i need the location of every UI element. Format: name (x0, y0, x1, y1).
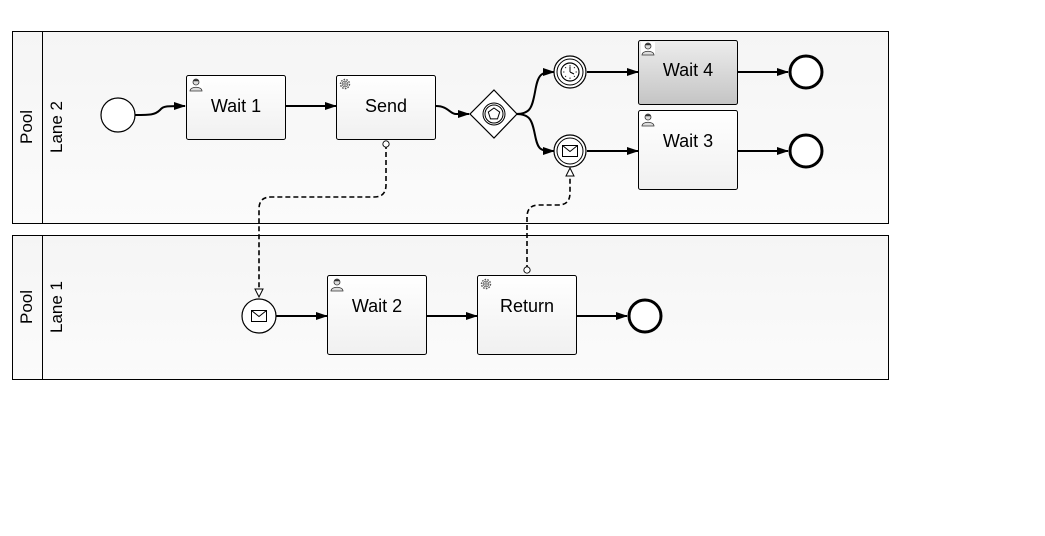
user-icon (640, 41, 656, 56)
end-event[interactable] (788, 133, 824, 169)
task-label: Send (365, 96, 407, 116)
message-start-event[interactable] (241, 298, 277, 334)
user-icon (188, 77, 204, 92)
start-event[interactable] (100, 97, 136, 133)
message-intermediate-event[interactable] (553, 134, 587, 168)
pool-label: Pool (17, 110, 36, 144)
task-label: Wait 1 (211, 96, 261, 116)
user-icon (640, 112, 656, 127)
event-based-gateway-icon (482, 102, 506, 126)
sequence-flow[interactable] (134, 102, 186, 116)
task-send[interactable]: Send (336, 75, 436, 140)
envelope-icon (251, 310, 267, 322)
task-label: Return (500, 296, 554, 316)
lane-label: Lane 2 (47, 101, 66, 153)
envelope-icon (562, 145, 578, 157)
timer-intermediate-event[interactable] (553, 55, 587, 89)
pool-label: Pool (17, 290, 36, 324)
message-flow[interactable] (259, 144, 386, 297)
task-wait-2[interactable]: Wait 2 (327, 275, 427, 355)
task-label: Wait 4 (663, 60, 713, 80)
pool-lane-1[interactable]: Pool Lane 1 (12, 235, 889, 380)
end-event[interactable] (788, 54, 824, 90)
lane-label: Lane 1 (47, 281, 66, 333)
task-wait-1[interactable]: Wait 1 (186, 75, 286, 140)
task-label: Wait 2 (352, 296, 402, 316)
message-flow[interactable] (527, 168, 570, 270)
task-label: Wait 3 (663, 131, 713, 151)
sequence-flow[interactable] (515, 113, 555, 155)
end-event[interactable] (627, 298, 663, 334)
task-wait-3[interactable]: Wait 3 (638, 110, 738, 190)
user-icon (329, 277, 345, 292)
event-based-gateway[interactable] (469, 89, 518, 139)
task-return[interactable]: Return (477, 275, 577, 355)
timer-icon (560, 62, 580, 82)
sequence-flow[interactable] (515, 68, 555, 115)
task-wait-4[interactable]: Wait 4 (638, 40, 738, 105)
sequence-flow[interactable] (435, 105, 470, 118)
pool-lane-2[interactable]: Pool Lane 2 (12, 31, 889, 224)
